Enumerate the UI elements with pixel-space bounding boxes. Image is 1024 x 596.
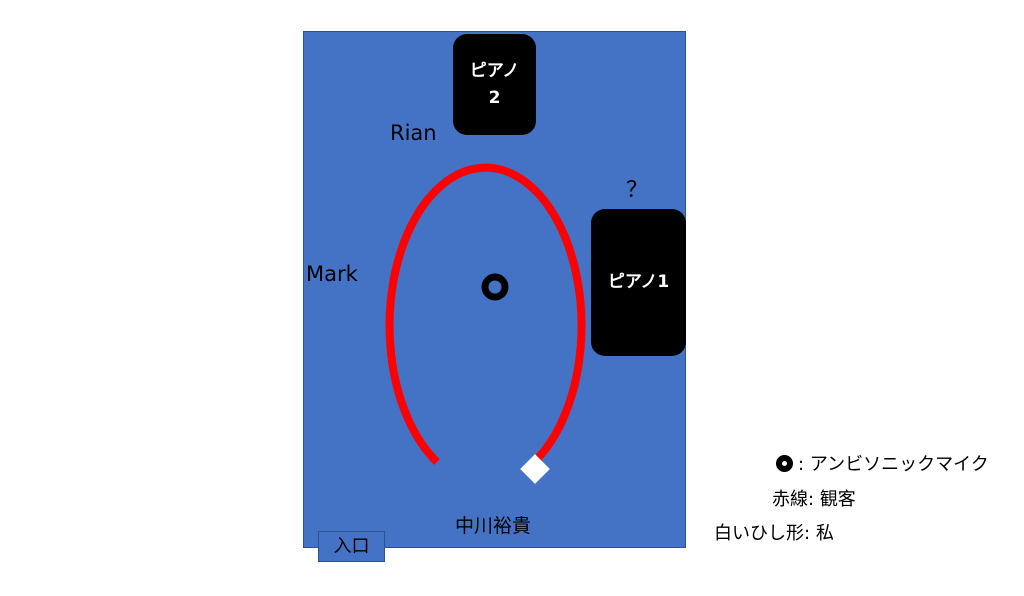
performer-nakagawa-label: 中川裕貴	[455, 515, 532, 537]
piano-2: ピアノ 2	[453, 34, 536, 135]
piano-1-label: ピアノ1	[607, 272, 670, 293]
ambisonic-mic-icon	[481, 273, 509, 301]
legend-audience: 赤線: 観客	[772, 485, 856, 511]
me-diamond-icon	[520, 454, 550, 484]
unknown-performer-label: ？	[626, 178, 649, 203]
performer-mark-label: Mark	[306, 262, 358, 286]
performer-rian-label: Rian	[390, 121, 437, 145]
legend-mic-sep: :	[798, 454, 805, 475]
legend-mic-value: アンビソニックマイク	[809, 454, 989, 475]
legend-me-value: 私	[815, 523, 834, 544]
entrance-label: 入口	[333, 536, 370, 557]
legend-audience-sep: :	[808, 489, 815, 510]
legend-mic: : アンビソニックマイク	[776, 450, 989, 476]
legend-me: 白いひし形: 私	[714, 519, 834, 545]
ring-icon	[776, 455, 793, 472]
piano-2-label-line2: 2	[488, 87, 501, 108]
legend-audience-key: 赤線	[772, 489, 808, 510]
legend-audience-value: 観客	[819, 489, 856, 510]
legend-me-sep: :	[804, 523, 811, 544]
entrance-box: 入口	[318, 531, 385, 562]
legend-me-key: 白いひし形	[714, 523, 804, 544]
piano-2-label-line1: ピアノ	[469, 61, 520, 82]
piano-1: ピアノ1	[591, 209, 686, 356]
audience-arc-line	[385, 163, 586, 465]
